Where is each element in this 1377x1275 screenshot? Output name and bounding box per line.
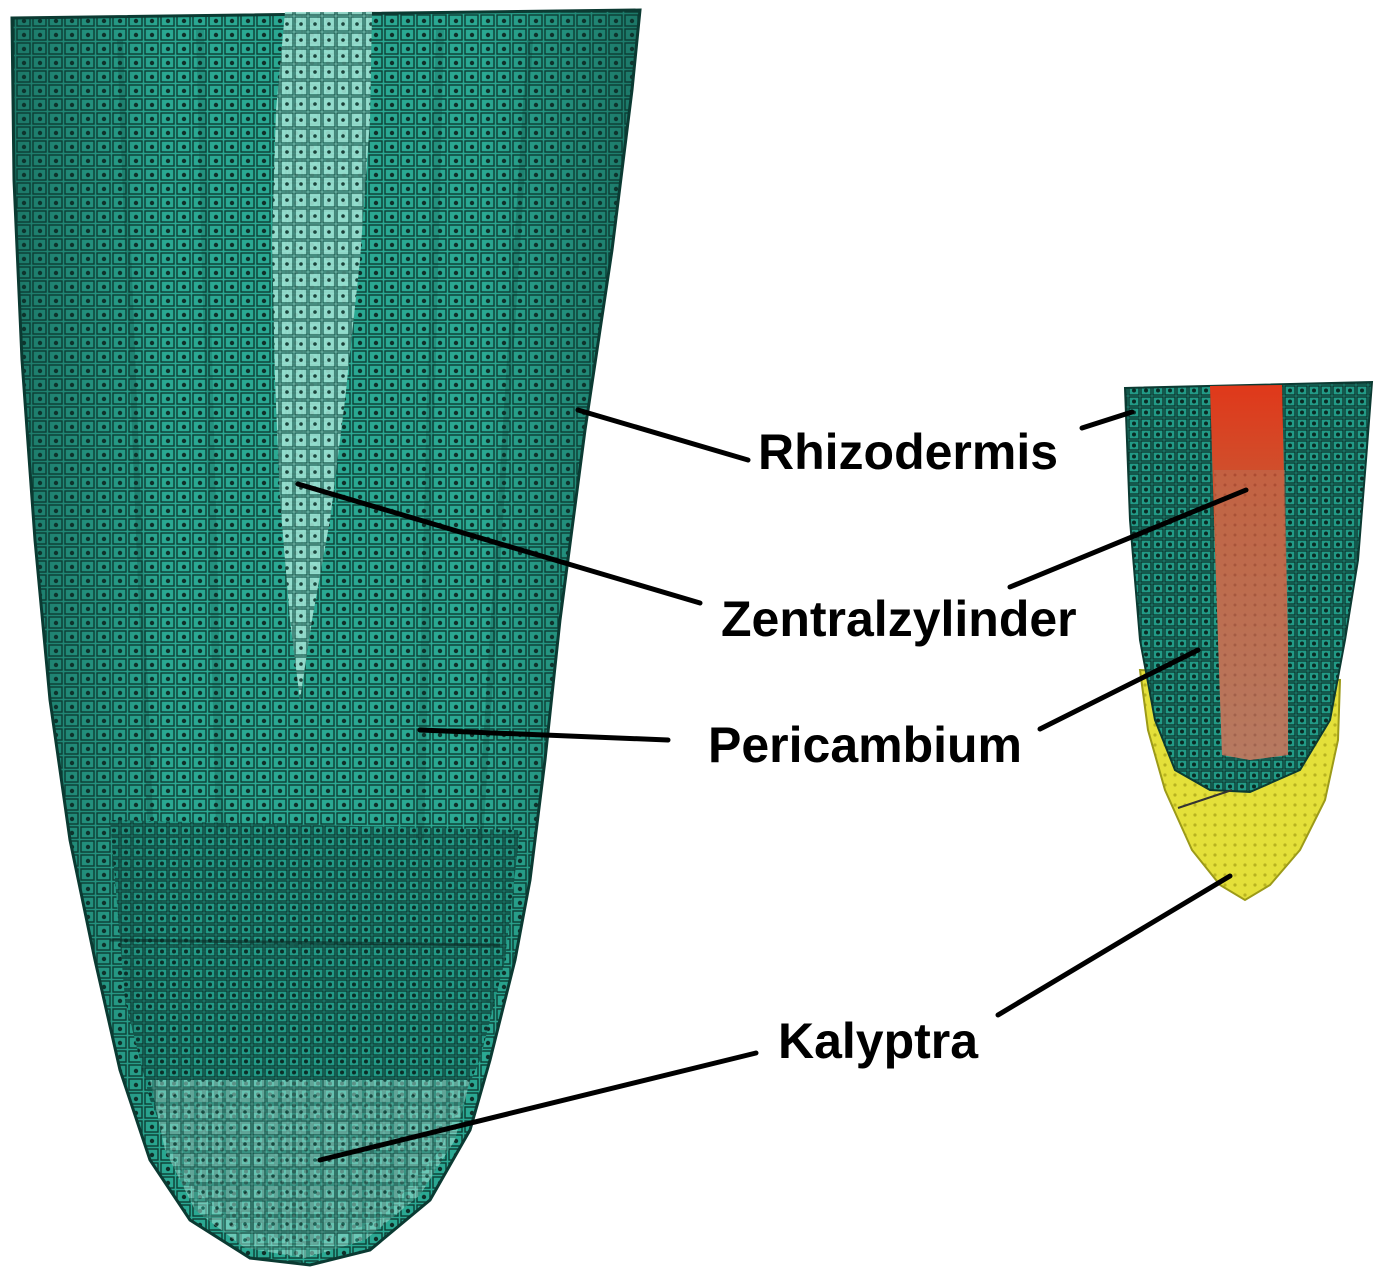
label-zentralzylinder: Zentralzylinder (721, 591, 1077, 647)
leader-rhizodermis-right (1082, 412, 1132, 428)
small-root-tip-illustration (1125, 382, 1372, 900)
labels: Rhizodermis Zentralzylinder Pericambium … (708, 424, 1077, 1069)
label-kalyptra: Kalyptra (778, 1013, 979, 1069)
label-pericambium: Pericambium (708, 717, 1022, 773)
leader-rhizodermis-left (578, 410, 748, 460)
large-root-tip-illustration (12, 10, 640, 1265)
label-rhizodermis: Rhizodermis (758, 424, 1058, 480)
leader-kalyptra-right (998, 876, 1230, 1015)
